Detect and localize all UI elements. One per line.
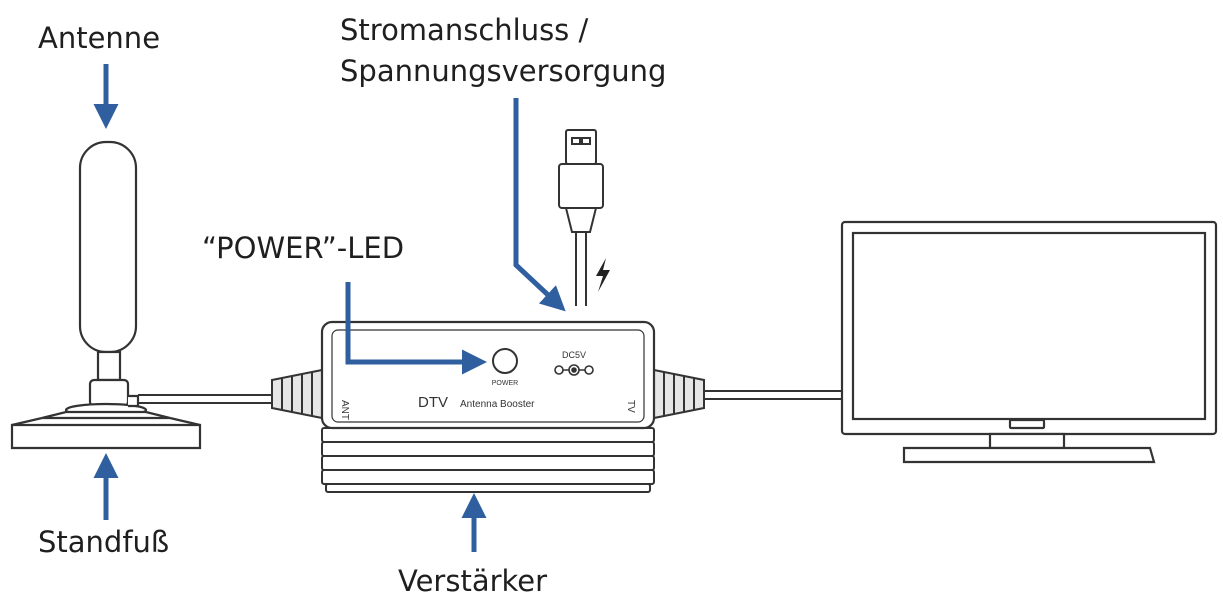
led-label: POWER	[492, 380, 518, 387]
callout-arrows	[93, 64, 566, 552]
label-antenna: Antenne	[38, 21, 161, 55]
label-power-supply-line2: Spannungsversorgung	[340, 54, 667, 88]
dc-label: DC5V	[562, 350, 586, 360]
power-led-arrow	[345, 282, 487, 375]
lightning-icon	[596, 258, 610, 292]
power-led	[492, 348, 518, 374]
tv-cable	[704, 390, 842, 400]
dtv-label: DTV	[418, 394, 448, 411]
usb-power-cable	[558, 129, 604, 306]
tv-label: TV	[625, 400, 636, 413]
label-power-supply-line1: Stromanschluss /	[340, 13, 589, 47]
antenna-cable	[138, 394, 285, 404]
power-supply-arrow	[513, 98, 566, 312]
label-stand: Standfuß	[38, 525, 170, 559]
label-amplifier: Verstärker	[398, 564, 548, 598]
television	[840, 220, 1218, 464]
dc-socket	[554, 364, 594, 376]
ant-label: ANT	[339, 400, 350, 420]
antenna-booster: ANT TV DTV Antenna Booster POWER DC5V	[271, 320, 705, 493]
product-label: Antenna Booster	[460, 399, 535, 410]
antenna	[10, 140, 202, 450]
label-power-led: “POWER”-LED	[202, 231, 405, 265]
